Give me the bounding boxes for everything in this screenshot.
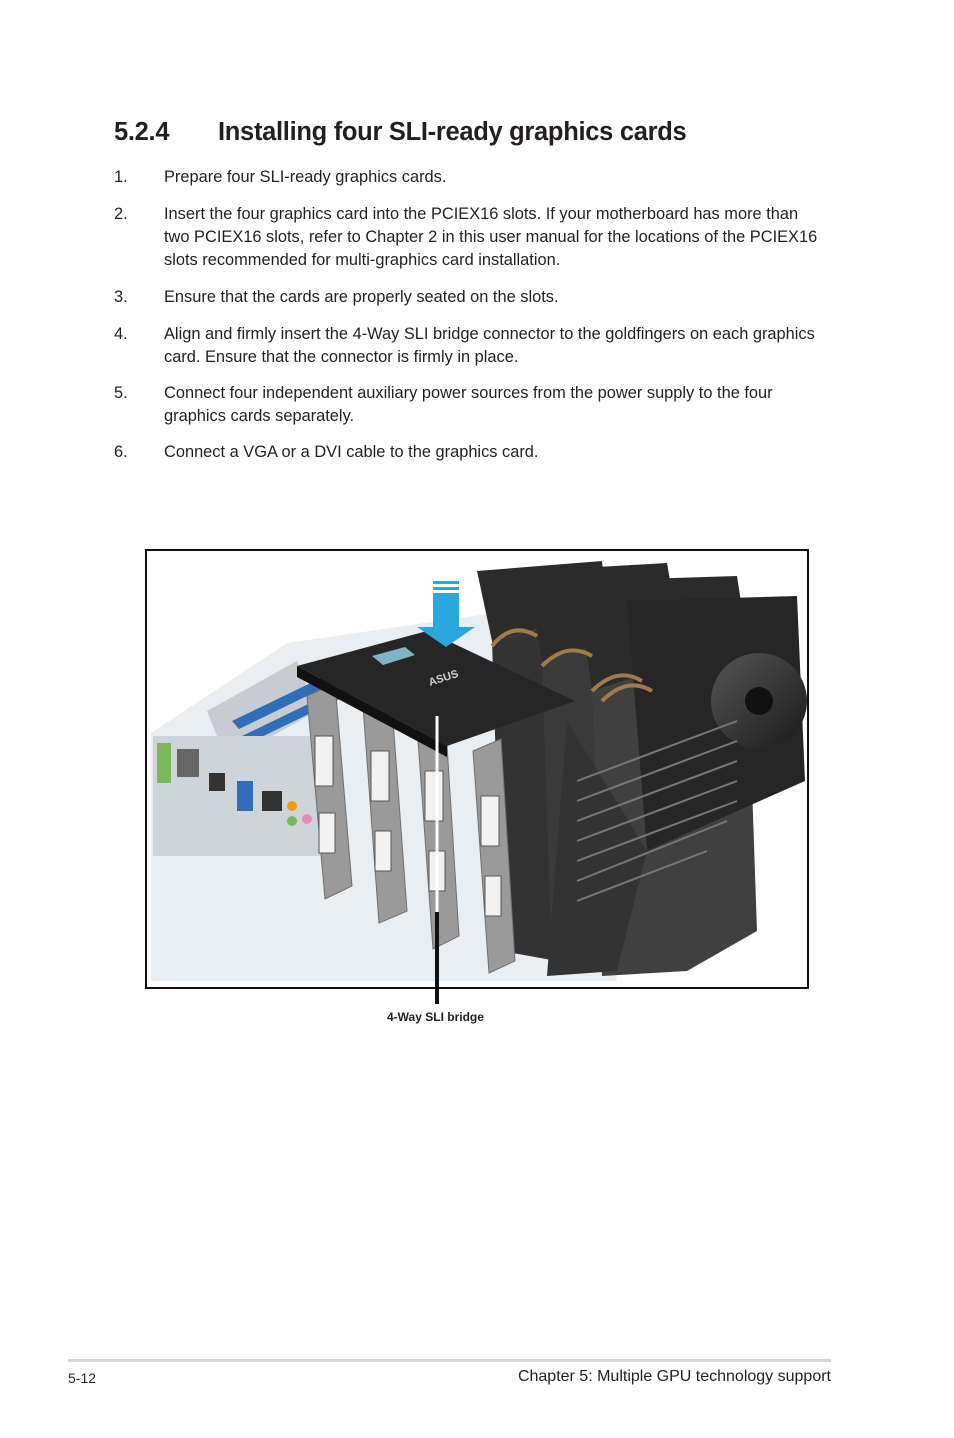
step-text: Prepare four SLI-ready graphics cards. [164,168,447,186]
section-number: 5.2.4 [114,118,170,146]
step-item: 3. Ensure that the cards are properly sea… [114,286,826,309]
bridge-label-panel [372,647,415,665]
usb3-port [237,781,253,811]
step-text: Insert the four graphics card into the P… [164,205,818,269]
step-item: 1. Prepare four SLI-ready graphics cards. [114,166,826,189]
step-item: 5. Connect four independent auxiliary pow… [114,382,826,428]
ps2-port [157,743,171,783]
audio-jack [287,801,297,811]
footer-divider [68,1359,831,1362]
usb-port [177,749,199,777]
step-number: 1. [114,168,128,186]
cooler-vents [576,720,738,902]
section-title: Installing four SLI-ready graphics cards [218,118,687,146]
step-text: Ensure that the cards are properly seate… [164,288,559,306]
step-number: 2. [114,205,128,223]
step-number: 3. [114,288,128,306]
figure-callout-label: 4-Way SLI bridge [387,1010,484,1024]
step-number: 6. [114,443,128,461]
page-number: 5-12 [68,1370,97,1386]
step-text: Connect four independent auxiliary power… [164,384,773,425]
graphics-cards-illustration: ASUS [151,561,807,981]
lan-port [209,773,225,791]
section-heading: 5.2.4 Installing four SLI-ready graphics … [114,118,687,147]
step-item: 6. Connect a VGA or a DVI cable to the gr… [114,441,826,464]
step-number: 4. [114,325,128,343]
step-item: 2. Insert the four graphics card into the… [114,203,826,272]
step-text: Connect a VGA or a DVI cable to the grap… [164,443,539,461]
lan-port [262,791,282,811]
step-text: Align and firmly insert the 4-Way SLI br… [164,325,815,366]
graphics-card-1 [547,596,807,976]
sli-bridge-connector: ASUS [297,631,575,757]
insert-direction-arrow [417,581,475,647]
instruction-steps: 1. Prepare four SLI-ready graphics cards.… [114,166,826,464]
audio-jack [287,816,297,826]
chapter-title: Chapter 5: Multiple GPU technology suppo… [517,1368,831,1385]
step-item: 4. Align and firmly insert the 4-Way SLI … [114,323,826,369]
step-number: 5. [114,384,128,402]
heat-pipes [490,628,654,703]
fan-hub [745,687,773,715]
audio-jack [302,814,312,824]
sli-installation-figure: ASUS [145,549,809,989]
callout-leader-line [435,912,439,1004]
